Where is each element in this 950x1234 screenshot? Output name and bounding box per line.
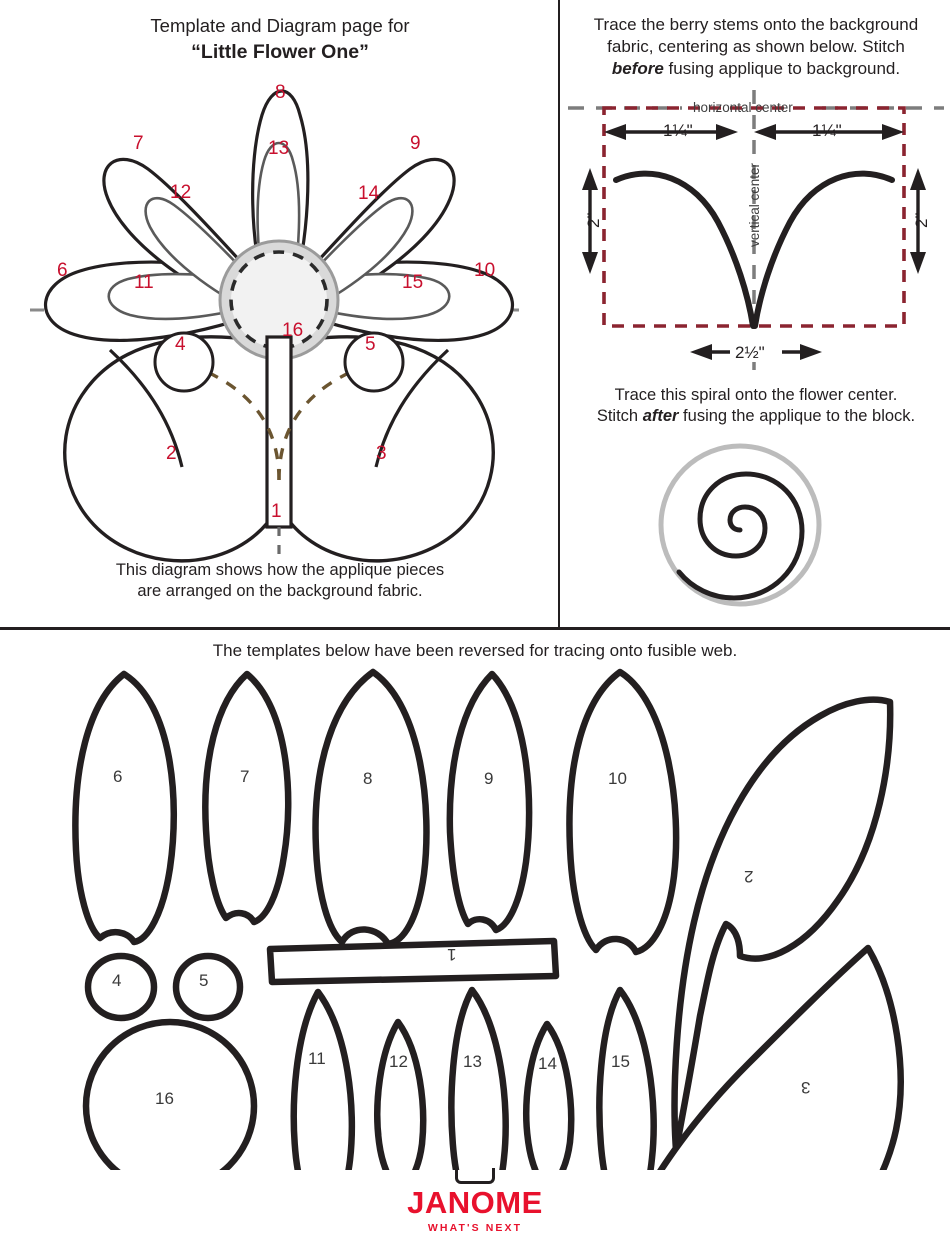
berry-instructions: Trace the berry stems onto the backgroun… — [566, 14, 946, 79]
berry-emphasis-before: before — [611, 58, 664, 78]
template-shape-12 — [374, 1018, 427, 1170]
template-label-6: 6 — [113, 767, 123, 786]
berry-instructions-line3-post: fusing applique to background. — [663, 58, 901, 78]
template-label-14: 14 — [538, 1054, 557, 1073]
template-shapes — [72, 668, 904, 1170]
spiral-path — [676, 471, 805, 601]
flower-label-2: 2 — [166, 443, 177, 464]
janome-wordmark: JANOME — [407, 1185, 543, 1220]
height-label-right: 2" — [912, 212, 931, 229]
flower-arrangement-diagram — [30, 89, 528, 563]
template-shape-2 — [671, 696, 894, 1154]
flower-label-9: 9 — [410, 133, 421, 154]
berry-stem-left — [195, 365, 281, 481]
spiral-line2-pre: Stitch — [596, 407, 643, 426]
janome-tagline: WHAT'S NEXT — [427, 1222, 523, 1234]
template-label-7: 7 — [240, 767, 250, 786]
flower-label-16: 16 — [282, 320, 304, 341]
flower-label-10: 10 — [474, 260, 496, 281]
spiral-instructions-line2: Stitch after fusing the applique to the … — [566, 406, 946, 427]
template-shape-14 — [523, 1020, 575, 1170]
template-label-2: 2 — [744, 867, 754, 886]
template-label-9: 9 — [484, 769, 494, 788]
flower-label-12: 12 — [170, 182, 192, 203]
flower-label-13: 13 — [268, 138, 290, 159]
template-shape-6 — [72, 670, 177, 946]
vertical-center-label: vertical center — [747, 162, 762, 247]
width-label-right: 1¼" — [812, 121, 842, 140]
template-shape-4 — [84, 952, 158, 1022]
template-label-10: 10 — [608, 769, 627, 788]
template-shape-7 — [202, 670, 292, 926]
diagram-caption-line2: are arranged on the background fabric. — [137, 582, 423, 601]
spiral-line2-post: fusing the applique to the block. — [678, 407, 916, 426]
berry-placement-diagram — [568, 90, 944, 370]
berry-instructions-line2: fabric, centering as shown below. Stitch — [607, 36, 905, 56]
template-label-8: 8 — [363, 769, 373, 788]
template-shape-1 — [266, 937, 560, 986]
flower-label-4: 4 — [175, 334, 186, 355]
template-shape-3 — [657, 944, 904, 1170]
height-arrow-left — [582, 168, 598, 274]
bottom-width-label: 2½" — [735, 343, 765, 362]
flower-label-5: 5 — [365, 334, 376, 355]
template-shape-11 — [290, 988, 356, 1170]
template-label-5: 5 — [199, 971, 209, 990]
width-arrow-right — [754, 124, 904, 140]
template-label-11: 11 — [308, 1049, 326, 1068]
flower-label-11: 11 — [134, 272, 154, 293]
horizontal-center-label: horizontal center — [693, 100, 793, 115]
flower-label-15: 15 — [402, 272, 424, 293]
flower-center-stitch-line — [229, 250, 329, 350]
page-title: Template and Diagram page for “Little Fl… — [60, 14, 500, 65]
spiral-instructions-line1: Trace this spiral onto the flower center… — [614, 386, 898, 404]
page-title-line2: “Little Flower One” — [191, 40, 369, 63]
template-label-16: 16 — [155, 1089, 174, 1108]
spiral-diagram — [658, 443, 822, 607]
template-shape-16 — [82, 1018, 258, 1170]
berry-stem-curve-left — [613, 170, 756, 329]
width-arrow-left — [604, 124, 738, 140]
template-label-3: 3 — [801, 1078, 811, 1097]
bottom-width-arrow — [690, 344, 822, 360]
placement-rectangle — [602, 106, 906, 328]
spiral-emphasis-after: after — [642, 407, 679, 426]
template-shape-8 — [312, 668, 430, 948]
vertical-divider — [558, 0, 560, 628]
template-shape-10 — [566, 668, 680, 956]
template-shape-5 — [172, 952, 244, 1022]
spiral-instructions: Trace this spiral onto the flower center… — [566, 385, 946, 427]
janome-mark-icon — [455, 1168, 495, 1184]
flower-label-14: 14 — [358, 183, 380, 204]
flower-label-1: 1 — [271, 501, 282, 522]
template-label-15: 15 — [611, 1052, 630, 1071]
flower-label-6: 6 — [57, 260, 68, 281]
flower-label-7: 7 — [133, 133, 144, 154]
template-shape-9 — [446, 670, 533, 934]
diagram-caption: This diagram shows how the applique piec… — [55, 560, 505, 602]
janome-logo: JANOME WHAT'S NEXT — [0, 1168, 950, 1234]
template-label-13: 13 — [463, 1052, 482, 1071]
berry-instructions-line3: before fusing applique to background. — [566, 58, 946, 80]
berry-shape-5 — [343, 331, 405, 393]
width-label-left: 1¼" — [663, 121, 693, 140]
flower-label-3: 3 — [376, 443, 387, 464]
template-shape-15 — [596, 986, 657, 1170]
berry-shape-4 — [153, 331, 215, 393]
template-label-4: 4 — [112, 971, 122, 990]
berry-stem-right — [277, 365, 363, 481]
flower-label-8: 8 — [275, 82, 286, 103]
berry-instructions-line1: Trace the berry stems onto the backgroun… — [593, 15, 919, 34]
page-title-line1: Template and Diagram page for — [150, 15, 410, 36]
template-shape-13 — [448, 986, 509, 1170]
height-label-left: 2" — [584, 212, 603, 229]
height-arrow-right — [910, 168, 926, 274]
horizontal-divider — [0, 627, 950, 630]
diagram-caption-line1: This diagram shows how the applique piec… — [115, 561, 445, 579]
berry-stem-curve-right — [752, 170, 895, 329]
reversed-note: The templates below have been reversed f… — [212, 641, 738, 660]
template-label-12: 12 — [389, 1052, 408, 1071]
template-label-1: 1 — [447, 945, 457, 964]
